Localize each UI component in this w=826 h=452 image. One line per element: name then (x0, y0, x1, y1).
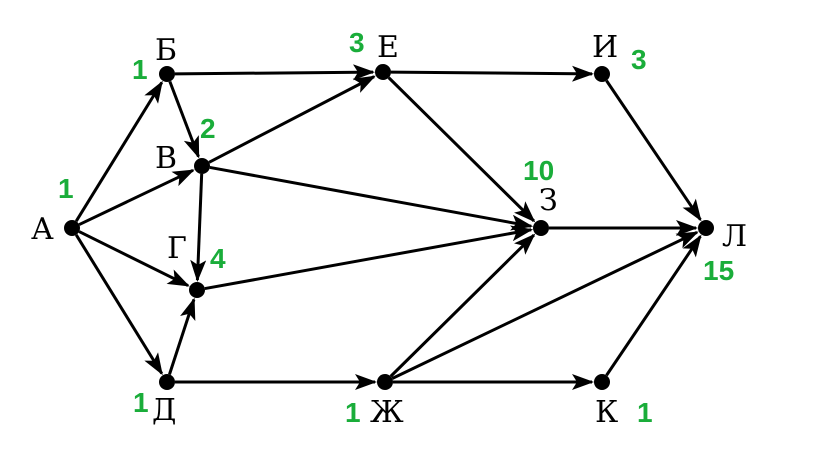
edge-B-E (174, 64, 376, 81)
edge-ZH-L (391, 230, 699, 380)
edge-A-V (78, 168, 195, 226)
edge-ZH-Z (389, 233, 536, 378)
path-count-E: 3 (349, 27, 365, 58)
vertex-D (159, 374, 175, 390)
vertex-label-A: А (31, 212, 54, 247)
path-count-I: 3 (631, 44, 647, 75)
edge-D-G (168, 297, 196, 375)
vertex-label-Z: З (539, 183, 558, 218)
path-count-A: 1 (58, 173, 74, 204)
vertex-V (194, 158, 210, 174)
vertex-L (698, 220, 714, 236)
edge-E-I (390, 65, 595, 82)
edge-V-G (190, 173, 207, 283)
vertex-I (594, 66, 610, 82)
edges-group (74, 64, 702, 390)
vertex-E (375, 64, 391, 80)
vertex-labels-group: А Б В Г Д Е Ж З И К Л (31, 30, 747, 430)
path-count-V: 2 (200, 113, 216, 144)
vertex-B (159, 66, 175, 82)
vertex-Z (533, 220, 549, 236)
edge-I-L (605, 79, 702, 222)
edge-B-V (168, 80, 200, 159)
edge-E-Z (387, 76, 536, 223)
vertex-label-E: Е (377, 30, 399, 65)
vertex-label-ZH: Ж (370, 395, 404, 430)
path-count-ZH: 1 (345, 397, 361, 428)
edge-G-Z (204, 225, 534, 291)
edge-A-G (78, 230, 190, 287)
edge-A-B (74, 80, 164, 222)
path-count-D: 1 (133, 387, 149, 418)
vertex-K (594, 374, 610, 390)
vertex-A (64, 220, 80, 236)
vertex-label-I: И (592, 30, 618, 65)
vertex-label-V: В (155, 141, 177, 176)
edge-V-E (208, 75, 376, 164)
path-count-K: 1 (637, 397, 653, 428)
vertex-G (189, 282, 205, 298)
edge-K-L (605, 234, 702, 377)
vertex-label-K: К (595, 395, 618, 430)
path-count-B: 1 (132, 54, 148, 85)
vertex-label-B: Б (155, 33, 177, 68)
path-count-Z: 10 (523, 155, 554, 186)
vertices-group (64, 64, 714, 390)
vertex-label-L: Л (722, 219, 747, 254)
vertex-label-D: Д (152, 393, 176, 428)
path-count-L: 15 (703, 255, 734, 286)
vertex-ZH (377, 374, 393, 390)
edge-A-D (74, 234, 164, 376)
edge-V-Z (209, 165, 534, 231)
path-counts-group: 1 1 2 4 1 3 1 10 3 1 15 (58, 27, 734, 428)
path-count-G: 4 (210, 243, 226, 274)
vertex-label-G: Г (167, 231, 187, 266)
